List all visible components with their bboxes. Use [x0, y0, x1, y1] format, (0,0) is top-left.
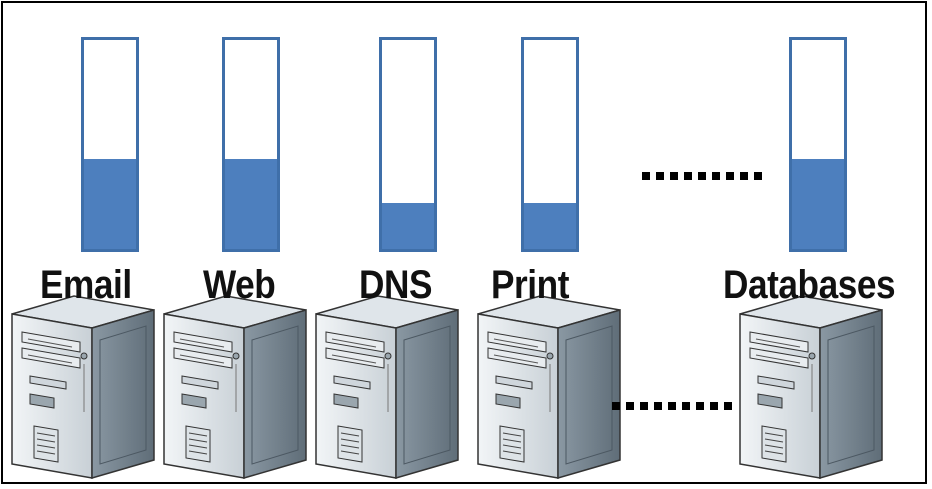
server-tower-icon: [11, 295, 155, 479]
server-label-print: Print: [491, 263, 569, 307]
gauge-print: [521, 37, 579, 252]
gauge-fill: [524, 203, 576, 249]
ellipsis-dots-icon: [642, 172, 762, 180]
gauge-fill: [225, 159, 277, 249]
gauge-databases: [789, 37, 847, 252]
gauge-fill: [84, 159, 136, 249]
server-tower-icon: [315, 295, 459, 479]
server-label-web: Web: [203, 263, 276, 307]
server-label-dns: DNS: [359, 263, 432, 307]
server-tower-icon: [163, 295, 307, 479]
server-label-databases: Databases: [723, 263, 896, 307]
gauge-email: [81, 37, 139, 252]
server-label-email: Email: [40, 263, 132, 307]
gauge-web: [222, 37, 280, 252]
server-tower-icon: [477, 295, 621, 479]
server-tower-icon: [739, 295, 883, 479]
ellipsis-dots-icon: [612, 402, 732, 410]
gauge-fill: [792, 159, 844, 249]
gauge-fill: [382, 203, 434, 249]
gauge-dns: [379, 37, 437, 252]
